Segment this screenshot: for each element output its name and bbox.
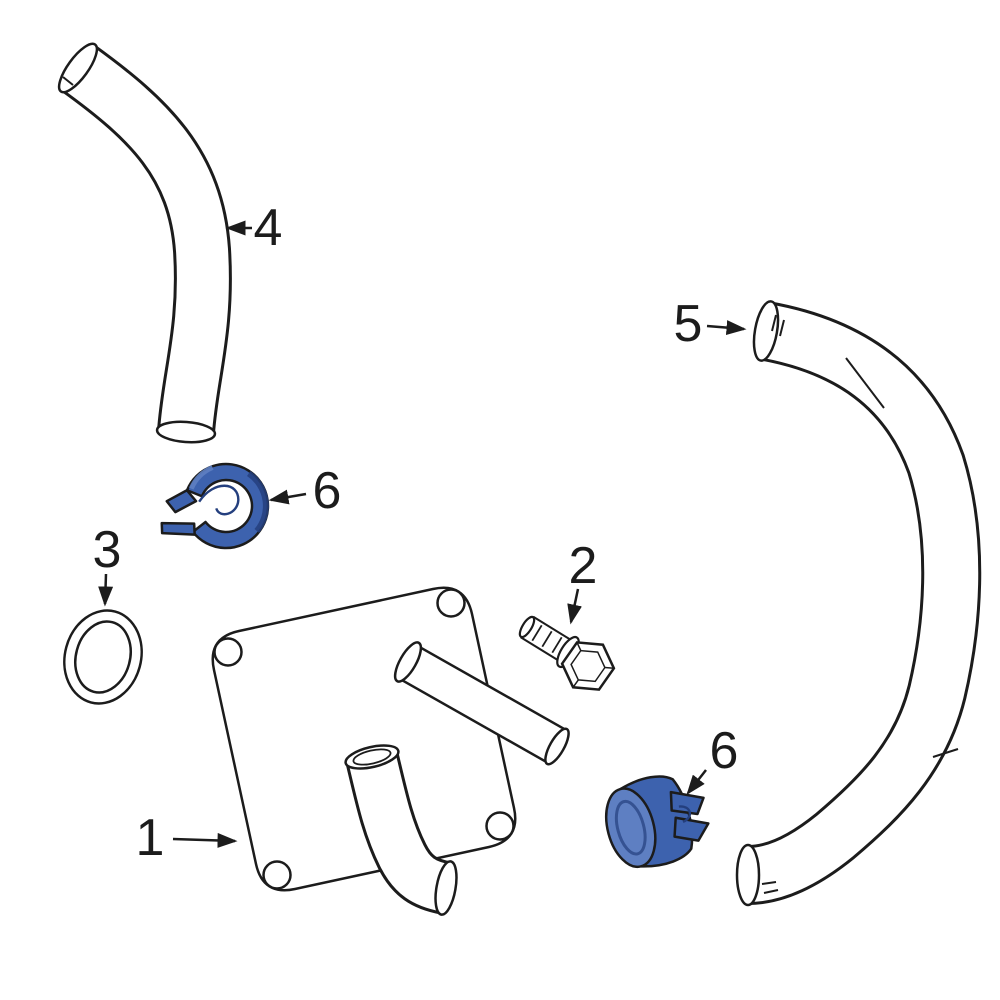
hose-right-bottom-opening-detail-2 bbox=[763, 889, 779, 894]
callout-1-label: 1 bbox=[136, 809, 165, 867]
hose-right-seam-lower bbox=[932, 748, 959, 758]
callout-6-top-label: 6 bbox=[313, 462, 342, 520]
part-oring bbox=[63, 609, 143, 705]
callout-6-top-arrow bbox=[268, 489, 307, 505]
part-clamp-upper bbox=[160, 462, 270, 550]
callout-3: 3 bbox=[93, 521, 122, 607]
bolt-head-facet-3 bbox=[576, 642, 582, 651]
clamp-lower-face-shading bbox=[614, 799, 647, 856]
bolt-shank-end bbox=[518, 615, 536, 639]
callout-4: 4 bbox=[225, 199, 283, 257]
clamp-lower-ear-tab-1 bbox=[669, 790, 705, 816]
bolt-thread-line-1 bbox=[531, 624, 543, 642]
callout-4-label: 4 bbox=[254, 199, 283, 257]
hose-upper-opening-detail-line bbox=[62, 76, 74, 86]
callout-1-arrow bbox=[172, 832, 238, 848]
bolt-head-facet-1 bbox=[604, 666, 614, 670]
clamp-lower-spring-curl bbox=[678, 805, 691, 824]
clamp-upper-ear-tab bbox=[165, 489, 198, 514]
clamp-upper-highlight bbox=[188, 465, 214, 490]
callout-6-bottom-arrow bbox=[686, 769, 707, 795]
part-hose-right bbox=[735, 300, 982, 907]
callout-5-arrow bbox=[706, 320, 747, 336]
diagram-artwork: 4 5 6 3 2 1 6 bbox=[57, 42, 982, 916]
callout-2: 2 bbox=[567, 537, 598, 625]
callout-6-top: 6 bbox=[268, 462, 342, 520]
callout-5: 5 bbox=[674, 295, 747, 353]
clamp-upper-band bbox=[185, 462, 270, 550]
bolt-head-facet-2 bbox=[572, 679, 579, 688]
hose-right-top-opening-detail-2 bbox=[779, 319, 785, 337]
callout-2-arrow bbox=[567, 588, 582, 625]
callout-5-label: 5 bbox=[674, 295, 703, 353]
cooler-pipe-elbow-body bbox=[348, 752, 452, 912]
hose-right-top-opening bbox=[752, 300, 780, 362]
hose-right-bottom-opening bbox=[735, 843, 761, 907]
clamp-upper-shading bbox=[246, 471, 269, 533]
callout-2-label: 2 bbox=[569, 537, 598, 595]
oring-inner-edge bbox=[74, 620, 132, 694]
hose-right-seam-upper bbox=[845, 357, 885, 409]
hose-upper-body bbox=[62, 46, 229, 435]
callout-6-bottom: 6 bbox=[686, 722, 739, 795]
part-clamp-lower bbox=[604, 775, 710, 869]
part-hose-upper bbox=[57, 42, 232, 444]
bolt-head-outer bbox=[560, 641, 616, 691]
cooler-bolt-hole-top-left bbox=[213, 637, 243, 667]
cooler-pipe-elbow-top-rim-inner bbox=[352, 748, 392, 766]
cooler-bolt-hole-bottom-right bbox=[485, 811, 515, 841]
callout-3-label: 3 bbox=[93, 521, 122, 579]
cooler-pipe-upper-end-opening bbox=[544, 727, 570, 766]
clamp-upper-spring-curl bbox=[198, 484, 240, 516]
clamp-upper-handle-tab bbox=[160, 521, 196, 536]
part-oil-cooler bbox=[211, 586, 570, 916]
callouts: 4 5 6 3 2 1 6 bbox=[93, 199, 747, 867]
clamp-lower-ear-tab-2 bbox=[673, 816, 710, 842]
cooler-bolt-hole-bottom-left bbox=[262, 860, 292, 890]
callout-1: 1 bbox=[136, 809, 238, 867]
cooler-pipe-elbow-end-opening bbox=[434, 860, 458, 916]
bolt-thread-line-3 bbox=[551, 636, 563, 654]
hose-right-body bbox=[746, 304, 979, 902]
part-bolt bbox=[518, 615, 616, 691]
bolt-head-inner bbox=[570, 649, 606, 683]
hose-upper-top-opening bbox=[57, 42, 99, 94]
cooler-pipe-upper-base-rim bbox=[393, 641, 423, 683]
hose-right-bottom-opening-detail-1 bbox=[761, 881, 777, 885]
cooler-bolt-hole-top-right bbox=[436, 588, 466, 618]
hose-right-top-opening-detail-1 bbox=[771, 314, 777, 332]
bolt-thread-line-2 bbox=[541, 630, 553, 648]
cooler-pipe-upper-body bbox=[399, 646, 567, 763]
callout-6-bottom-label: 6 bbox=[710, 722, 739, 780]
callout-3-arrow bbox=[98, 573, 114, 607]
hose-upper-bottom-opening bbox=[155, 420, 217, 444]
cooler-plate bbox=[211, 586, 517, 892]
